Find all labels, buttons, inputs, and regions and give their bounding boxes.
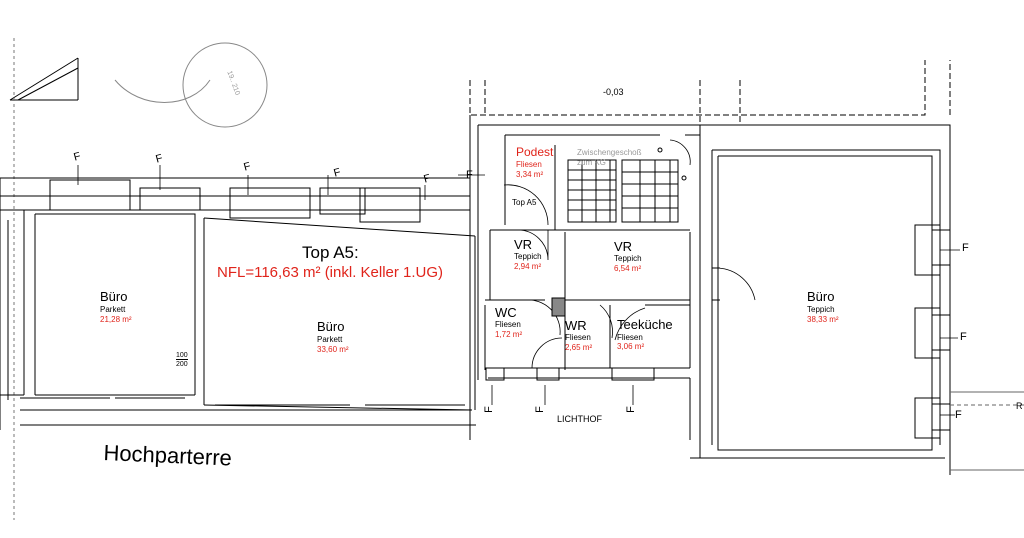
door-label: Top A5 [512, 198, 537, 207]
left-wing-windows [20, 179, 465, 406]
room-floor-vr1: Teppich [514, 252, 542, 261]
room-area-buero1: 21,28 m² [100, 315, 132, 324]
room-floor-wr: Fliesen [565, 333, 591, 342]
room-area-vr2: 6,54 m² [614, 264, 642, 273]
window-marker: F [482, 406, 495, 413]
right-cut-letter: R [1016, 401, 1023, 411]
height-note-bottom: 200 [176, 361, 188, 368]
room-floor-buero3: Teppich [807, 305, 835, 314]
room-name-buero3: Büro [807, 289, 835, 304]
room-area-wc: 1,72 m² [495, 330, 523, 339]
right-wing-windows [914, 224, 950, 439]
room-name-buero1: Büro [100, 289, 128, 304]
room-floor-vr2: Teppich [614, 254, 642, 263]
shaft [551, 297, 566, 317]
floor-label: Hochparterre [102, 440, 233, 471]
stair [567, 147, 687, 223]
room-name-vr1: VR [514, 237, 533, 252]
room-floor-buero1: Parkett [100, 305, 126, 314]
window-marker: F [955, 409, 962, 421]
core-lower-windows [485, 367, 655, 381]
room-floor-wc: Fliesen [495, 320, 521, 329]
room-name-buero2: Büro [317, 319, 345, 334]
window-marker: F [533, 406, 546, 413]
window-marker: F [962, 242, 969, 254]
room-area-wr: 2,65 m² [565, 343, 593, 352]
door-swings [503, 139, 756, 369]
room-area-podest: 3,34 m² [516, 170, 544, 179]
window-marker-leaders [77, 165, 960, 416]
room-name-teekueche: Teeküche [617, 317, 673, 332]
room-floor-teekueche: Fliesen [617, 333, 643, 342]
left-wing-walls [0, 177, 476, 430]
height-note-top: 100 [176, 352, 188, 360]
room-floor-buero2: Parkett [317, 335, 343, 344]
stair-note: Zwischengeschoß zum KG [577, 148, 642, 168]
elevation-label: -0,03 [603, 87, 624, 97]
room-area-teekueche: 3,06 m² [617, 342, 645, 351]
room-area-vr1: 2,94 m² [514, 262, 542, 271]
window-marker: F [624, 406, 637, 413]
unit-nfl: NFL=116,63 m² (inkl. Keller 1.UG) [217, 264, 444, 281]
window-marker: F [960, 331, 967, 343]
courtyard-label: LICHTHOF [557, 414, 602, 424]
right-neighbor-lines [950, 391, 1024, 471]
room-area-buero3: 38,33 m² [807, 315, 839, 324]
room-name-wc: WC [495, 305, 517, 320]
room-area-buero2: 33,60 m² [317, 345, 349, 354]
room-name-wr: WR [565, 318, 587, 333]
room-name-podest: Podest [516, 145, 554, 159]
window-marker: F [466, 169, 473, 181]
upper-dashed-boundary [469, 60, 951, 125]
room-name-vr2: VR [614, 239, 633, 254]
central-core-walls [469, 115, 701, 440]
garden-outline [9, 38, 268, 520]
unit-title: Top A5: [302, 243, 359, 262]
room-floor-podest: Fliesen [516, 160, 542, 169]
